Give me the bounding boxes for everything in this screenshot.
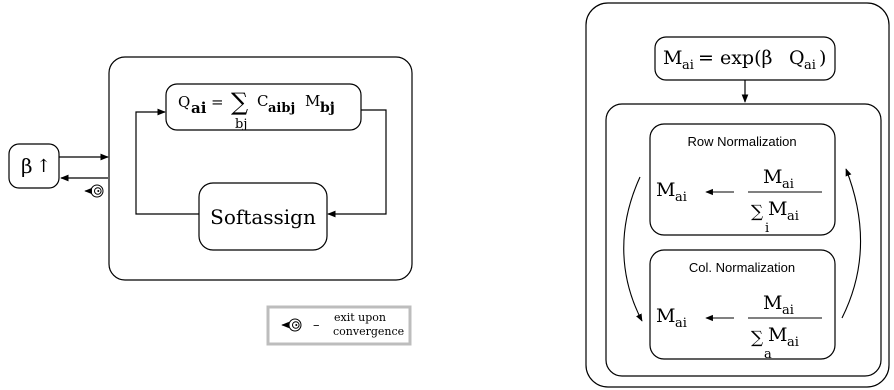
beta-increase-arrow: ↑ bbox=[36, 156, 51, 177]
row-normalization-equation: M ai M ai ∑ i M ai bbox=[656, 166, 822, 236]
col-sum-symbol: ∑ bbox=[751, 328, 763, 348]
col-sum-index: a bbox=[764, 347, 772, 362]
row-sum-symbol: ∑ bbox=[751, 202, 763, 222]
col-normalization-title: Col. Normalization bbox=[689, 260, 795, 275]
exp-equation: M ai = exp(β Q ai ) bbox=[663, 47, 826, 73]
q-equation: Q ai = ∑ bj C aibj M bj bbox=[178, 88, 335, 132]
right-diagram: M ai = exp(β Q ai ) Row Normalization M … bbox=[585, 2, 890, 388]
beta-box bbox=[8, 143, 60, 189]
q-lhs: Q bbox=[178, 93, 190, 111]
softassign-to-q-connector bbox=[135, 108, 199, 215]
softassign-box bbox=[198, 182, 328, 251]
row-denominator: M bbox=[768, 198, 787, 220]
col-normalization-box bbox=[649, 249, 836, 360]
row-lhs-sub: ai bbox=[675, 190, 687, 205]
q-term-m: M bbox=[305, 92, 320, 110]
row-normalization-box bbox=[649, 123, 836, 236]
exp-rhs: = exp(β bbox=[698, 47, 772, 69]
q-equals: = bbox=[211, 93, 224, 111]
q-term-c-sub: aibj bbox=[268, 101, 295, 116]
col-normalization-equation: M ai M ai ∑ a M ai bbox=[656, 292, 822, 362]
spiral-exit-icon bbox=[84, 184, 104, 198]
col-lhs: M bbox=[656, 305, 675, 327]
row-numerator: M bbox=[763, 166, 782, 188]
left-diagram: β ↑ Q ai = ∑ bj C aibj M bj Softassign bbox=[8, 56, 413, 346]
softassign-label: Softassign bbox=[210, 205, 316, 229]
right-outer-box bbox=[585, 2, 890, 388]
exp-lhs-sub: ai bbox=[682, 58, 694, 73]
col-lhs-sub: ai bbox=[675, 316, 687, 331]
row-numerator-sub: ai bbox=[782, 177, 794, 192]
exp-lhs: M bbox=[663, 47, 682, 69]
row-denominator-sub: ai bbox=[787, 209, 799, 224]
exp-close: ) bbox=[819, 47, 826, 69]
legend-spiral-icon bbox=[281, 318, 302, 332]
q-to-softassign-connector bbox=[327, 109, 387, 218]
row-to-col-curved-arrow bbox=[623, 176, 643, 322]
row-normalization-title: Row Normalization bbox=[687, 134, 796, 149]
q-term-m-sub: bj bbox=[320, 100, 335, 116]
normalization-container-box bbox=[605, 103, 882, 377]
legend-text-line1: exit upon bbox=[334, 311, 386, 324]
q-sum-index: bj bbox=[235, 117, 247, 132]
col-numerator-sub: ai bbox=[782, 303, 794, 318]
col-to-row-curved-arrow bbox=[841, 168, 862, 319]
col-denominator: M bbox=[768, 324, 787, 346]
row-lhs: M bbox=[656, 179, 675, 201]
q-equation-box bbox=[165, 83, 362, 131]
q-sum-symbol: ∑ bbox=[231, 88, 248, 116]
legend-dash: – bbox=[313, 318, 320, 333]
beta-symbol: β bbox=[21, 154, 33, 178]
q-term-c: C bbox=[257, 92, 268, 110]
col-numerator: M bbox=[763, 292, 782, 314]
col-denominator-sub: ai bbox=[787, 335, 799, 350]
legend-box bbox=[266, 305, 412, 346]
row-sum-index: i bbox=[765, 221, 769, 236]
legend-text-line2: convergence bbox=[333, 325, 404, 338]
exp-q-sub: ai bbox=[804, 58, 816, 73]
left-outer-box bbox=[108, 56, 413, 281]
q-lhs-sub: ai bbox=[191, 99, 207, 117]
exp-q: Q bbox=[789, 47, 805, 69]
